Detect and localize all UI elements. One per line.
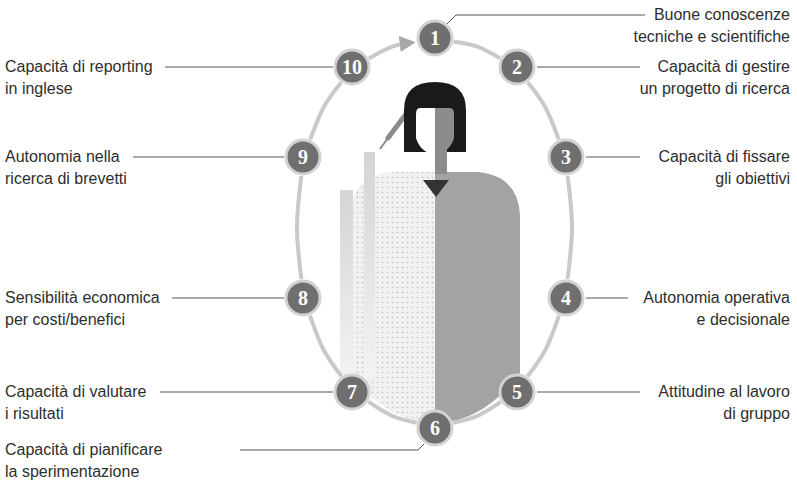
chart-bar (340, 190, 353, 380)
number-circle: 3Capacità di fissare gli obiettivi (547, 138, 585, 176)
number-circle: 2Capacità di gestire un progetto di rice… (498, 48, 536, 86)
skill-label: Capacità di gestire un progetto di ricer… (640, 56, 790, 100)
number-circle: 10Capacità di reporting in inglese (333, 48, 371, 86)
callout-number: 10 (333, 48, 371, 86)
skill-label: Buone conoscenze tecniche e scientifiche (633, 4, 790, 48)
ring-segment (453, 402, 500, 423)
number-circle: 4Autonomia operativa e decisionale (547, 279, 585, 317)
callout-number: 5 (498, 373, 536, 411)
chart-bar (364, 152, 375, 378)
number-circle: 9Autonomia nella ricerca di brevetti (284, 138, 322, 176)
leader-line (537, 392, 640, 393)
callout-number: 6 (416, 409, 454, 447)
leader-line (240, 444, 424, 450)
ring-segment (369, 43, 413, 59)
leader-line (160, 392, 333, 393)
skill-label: Attitudine al lavoro di gruppo (658, 381, 790, 425)
callout-number: 9 (284, 138, 322, 176)
skill-label: Capacità di valutare i risultati (5, 381, 146, 425)
ring-segment (310, 316, 341, 377)
leader-line (172, 298, 284, 299)
number-circle: 8Sensibilità economica per costi/benefic… (284, 279, 322, 317)
leader-line (165, 67, 333, 68)
number-circle: 6Capacità di pianificare la sperimentazi… (416, 409, 454, 447)
leader-line (133, 157, 284, 158)
skill-label: Sensibilità economica per costi/benefici (5, 287, 160, 331)
ring-segment (568, 176, 572, 279)
leader-line (447, 15, 645, 24)
skill-label: Capacità di reporting in inglese (5, 56, 153, 100)
callout-number: 4 (547, 279, 585, 317)
leader-line (537, 67, 640, 68)
ring-segment (297, 176, 301, 279)
neck (435, 150, 447, 174)
ring-segment (454, 42, 500, 59)
leader-line (586, 298, 628, 299)
skill-label: Capacità di fissare gli obiettivi (658, 146, 790, 190)
callout-number: 1 (416, 19, 454, 57)
number-circle: 5Attitudine al lavoro di gruppo (498, 373, 536, 411)
face-left (416, 108, 435, 155)
pipette-tip (380, 138, 388, 149)
skill-label: Capacità di pianificare la sperimentazio… (5, 439, 162, 483)
callout-number: 8 (284, 279, 322, 317)
tie (423, 180, 449, 197)
skill-label: Autonomia operativa e decisionale (643, 287, 790, 331)
number-circle: 7Capacità di valutare i risultati (333, 373, 371, 411)
callout-number: 7 (333, 373, 371, 411)
callout-number: 2 (498, 48, 536, 86)
face-right (435, 108, 454, 155)
ring-segment (310, 83, 341, 140)
ring-segment (368, 402, 416, 423)
number-circle: 1Buone conoscenze tecniche e scientifich… (416, 19, 454, 57)
ring-segment (528, 316, 559, 377)
skill-label: Autonomia nella ricerca di brevetti (5, 146, 127, 190)
ring-segment (528, 83, 559, 140)
leader-line (586, 157, 640, 158)
callout-number: 3 (547, 138, 585, 176)
